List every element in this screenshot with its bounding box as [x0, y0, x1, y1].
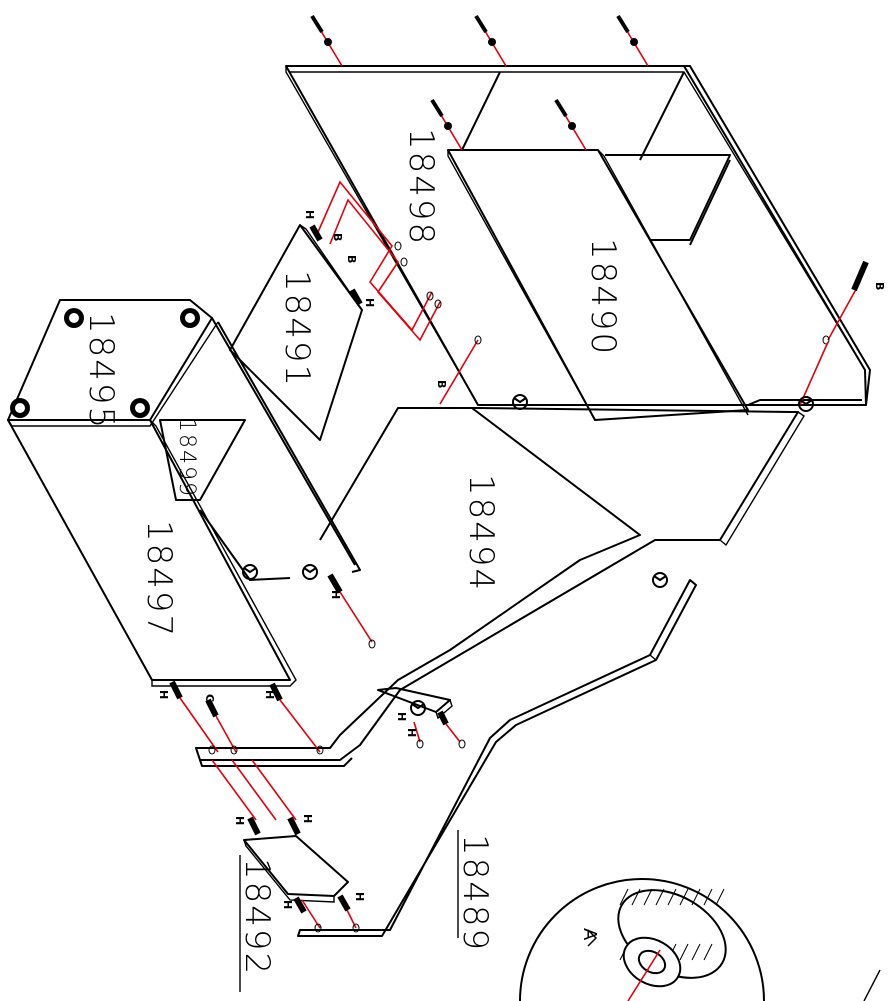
dowel-b-right: B: [799, 260, 886, 406]
label-18497: 18497: [139, 520, 179, 638]
dowel-h: [169, 680, 219, 753]
dowel-h: [269, 682, 321, 753]
dowel-h: [247, 816, 261, 836]
panel-18497: [7, 419, 297, 687]
cam-lock-icon: [302, 564, 318, 580]
label-b: B: [435, 380, 448, 388]
label-h: H: [281, 900, 294, 909]
panel-18489: [297, 579, 697, 937]
label-18495: 18495: [81, 312, 121, 430]
guide-zigzag: [317, 180, 482, 405]
label-18492: 18492: [237, 858, 277, 976]
label-h: H: [157, 690, 170, 699]
label-h: H: [263, 690, 276, 699]
cam-lock-icon: [652, 572, 668, 588]
label-h: H: [303, 210, 316, 219]
foot-detail-callout: [519, 878, 881, 1001]
label-b: B: [345, 255, 358, 263]
foot-icon: [10, 398, 30, 418]
panel-18491: [229, 224, 363, 441]
foot-icon: [64, 308, 84, 328]
label-b: B: [873, 282, 886, 290]
label-18494: 18494: [461, 474, 501, 592]
label-h: H: [301, 814, 314, 823]
screw-icon: [310, 14, 332, 46]
label-c: C: [203, 694, 216, 702]
panel-18494: [195, 407, 805, 767]
panel-18490-front: [447, 149, 749, 421]
label-h: H: [353, 892, 366, 901]
label-18490: 18490: [583, 238, 623, 356]
foot-icons: [10, 308, 200, 418]
cam-lock-icon: [512, 394, 528, 410]
screw-icon: [430, 98, 452, 130]
panel-18499: [159, 317, 361, 581]
label-18499: 18499: [174, 418, 199, 498]
panel-18490-back: [285, 65, 871, 406]
label-18489: 18489: [455, 834, 495, 952]
dowel-h: [287, 816, 301, 836]
label-18498: 18498: [401, 128, 441, 246]
label-h: H: [329, 590, 342, 599]
label-b: B: [331, 233, 344, 241]
label-h: H: [395, 712, 408, 721]
foot-icon: [180, 308, 200, 328]
label-a: A: [579, 928, 600, 941]
dowel-h: [337, 894, 351, 912]
panel-18492: [243, 835, 349, 903]
bracket: [377, 687, 453, 720]
screw-icon: [616, 14, 638, 46]
screws-top: [310, 14, 649, 151]
cam-lock-icon: [798, 396, 814, 412]
dowel-h-18491-mid: [349, 288, 363, 306]
screw-icon: [554, 98, 576, 130]
screw-icon: [474, 14, 496, 46]
label-h: H: [405, 728, 418, 737]
label-h: H: [363, 298, 376, 307]
label-h: H: [233, 816, 246, 825]
dowel-h: [327, 573, 376, 649]
foot-icon: [130, 398, 150, 418]
arrow-a-icon: [587, 929, 598, 947]
dowel-h: [413, 721, 424, 749]
dowel-h-18491-top: [309, 224, 323, 242]
label-18491: 18491: [277, 270, 317, 388]
dowel-h: [293, 896, 307, 914]
dowel-h: [437, 710, 466, 749]
